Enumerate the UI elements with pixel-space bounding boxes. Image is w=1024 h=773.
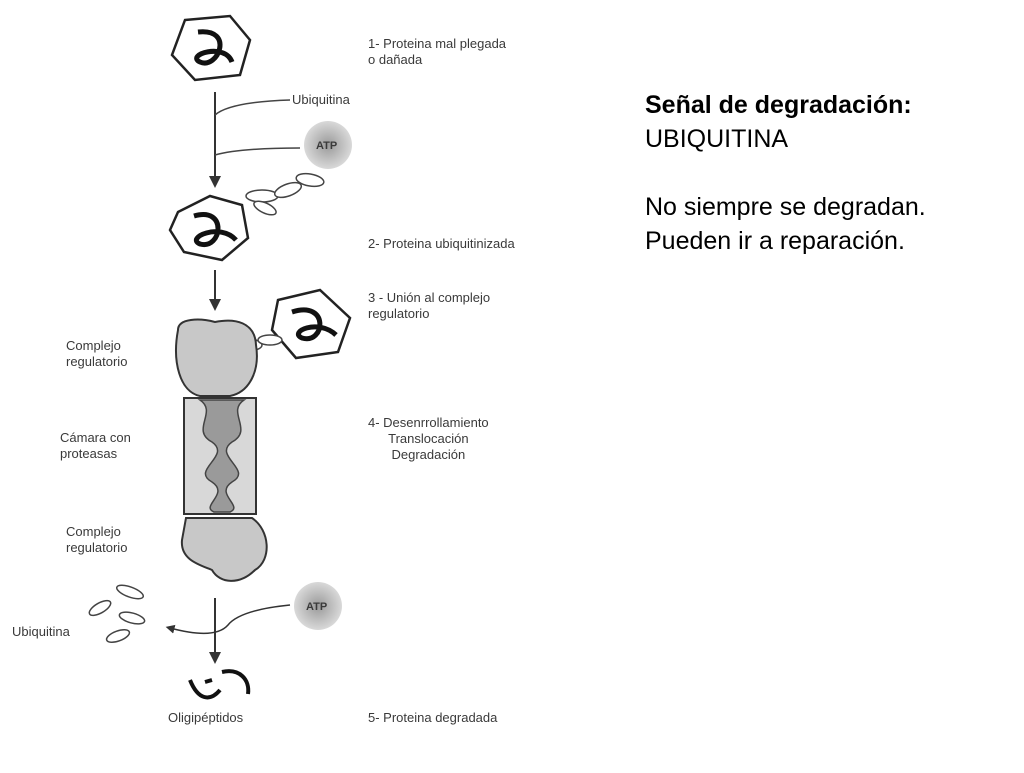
pathway-drawing (88, 14, 352, 700)
label-step3: 3 - Unión al complejo regulatorio (368, 290, 491, 321)
ubiquitinated-protein-icon (168, 172, 325, 262)
label-step2: 2- Proteina ubiquitinizada (368, 236, 515, 251)
label-step4: 4- Desenrrollamiento Translocación Degra… (368, 415, 489, 462)
label-oligopeptides: Oligipéptidos (168, 710, 244, 725)
label-step5: 5- Proteina degradada (368, 710, 498, 725)
atp-input-line (214, 147, 301, 156)
ubiquitin-input-line (214, 99, 291, 116)
side-note1: No siempre se degradan. (645, 193, 926, 221)
atp-top-icon (304, 121, 352, 169)
spacer (645, 156, 1005, 190)
ubiquitin-release-arrow (165, 604, 291, 634)
atp-bottom-icon (294, 582, 342, 630)
side-subtitle: UBIQUITINA (645, 125, 789, 153)
label-ubiquitin-top: Ubiquitina (292, 92, 350, 107)
oligopeptides-icon (188, 669, 251, 700)
label-atp-top: ATP (316, 140, 338, 152)
label-ubiquitin-bottom: Ubiquitina (12, 624, 70, 639)
misfolded-protein-icon (170, 14, 252, 82)
label-step1-text: 1- Proteina mal plegada o dañada (368, 36, 507, 67)
side-text: Señal de degradación: UBIQUITINA No siem… (645, 88, 1005, 258)
label-complex-top: Complejo regulatorio (66, 338, 128, 369)
proteasome-icon (175, 318, 268, 582)
label-chamber: Cámara con proteasas (60, 430, 131, 461)
label-complex-bottom: Complejo regulatorio (66, 524, 128, 555)
label-step1: 1- Proteina mal plegada o dañada (368, 36, 506, 68)
side-note2: Pueden ir a reparación. (645, 227, 905, 255)
label-atp-bottom: ATP (306, 601, 328, 613)
proteasome-pathway-diagram: 1- Proteina mal plegada o dañada Ubiquit… (12, 14, 515, 725)
side-title: Señal de degradación: (645, 91, 912, 119)
released-ubiquitin-icon (88, 584, 146, 643)
